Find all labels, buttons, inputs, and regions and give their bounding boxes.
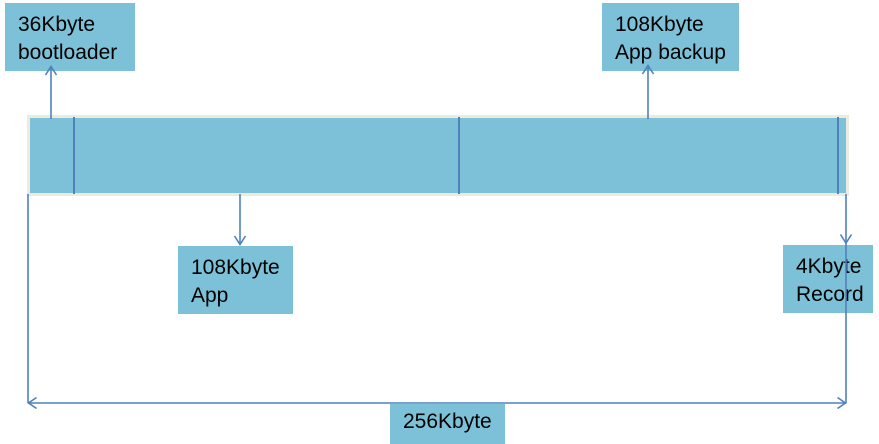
label-app: 108Kbyte App	[178, 246, 293, 314]
label-total-size-text: 256Kbyte	[403, 410, 492, 433]
app-backup-arrow	[641, 64, 655, 119]
label-app-backup-line1: 108Kbyte	[615, 13, 704, 36]
label-app-line2: App	[191, 284, 229, 307]
label-bootloader-line1: 36Kbyte	[18, 13, 96, 36]
label-app-line1: 108Kbyte	[191, 256, 280, 279]
label-record-line2: Record	[796, 283, 864, 306]
app-arrow	[233, 194, 247, 246]
label-record: 4Kbyte Record	[783, 245, 873, 313]
label-bootloader-line2: bootloader	[18, 41, 118, 64]
memory-bar	[27, 115, 849, 196]
label-total-size: 256Kbyte	[390, 404, 505, 444]
label-record-line1: 4Kbyte	[796, 255, 862, 278]
label-app-backup-line2: App backup	[615, 41, 726, 64]
label-bootloader: 36Kbyte bootloader	[5, 3, 135, 71]
bootloader-arrow	[44, 65, 58, 119]
label-app-backup: 108Kbyte App backup	[602, 3, 739, 71]
